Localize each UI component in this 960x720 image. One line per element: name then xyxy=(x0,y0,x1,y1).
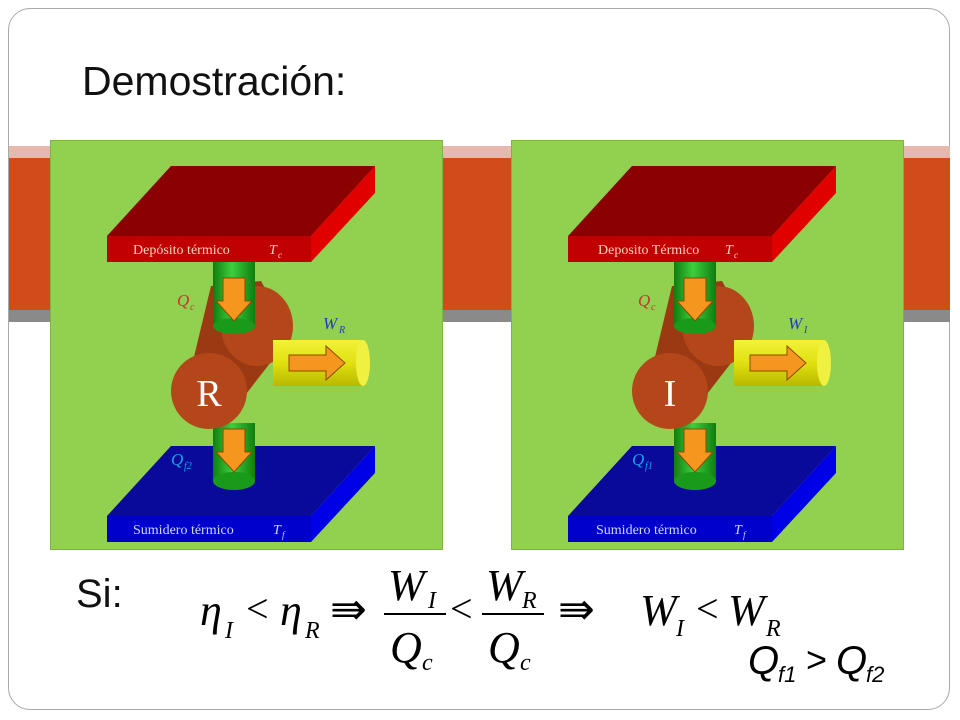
frac1-numerator-subscript: I xyxy=(427,588,437,614)
heat-out-label: Q xyxy=(632,450,644,469)
greater-than: > xyxy=(806,639,827,680)
frac1-numerator: W xyxy=(388,561,428,610)
frac1-denominator-subscript: c xyxy=(422,650,433,676)
work-output-cylinder xyxy=(734,340,831,386)
frac2-numerator: W xyxy=(486,561,526,610)
diagram-reversible: Depósito térmico T c Sumidero térmico T … xyxy=(50,140,443,550)
hot-temp-subscript: c xyxy=(734,250,738,260)
heat-in-arrow-icon xyxy=(675,277,715,322)
less-than-2: < xyxy=(450,586,473,631)
hot-temp-symbol: T xyxy=(725,243,734,258)
cold-reservoir-label: Sumidero térmico xyxy=(133,523,234,538)
q-f1-subscript: f1 xyxy=(778,662,796,687)
frac2-denominator: Q xyxy=(488,623,520,672)
diagram-irreversible-svg: Deposito Térmico T c Sumidero térmico T … xyxy=(568,166,836,542)
frac2-denominator-subscript: c xyxy=(520,650,531,676)
slide-title: Demostración: xyxy=(82,58,347,104)
work-subscript: R xyxy=(338,325,345,336)
eta-i-subscript: I xyxy=(224,618,234,644)
cold-reservoir-label: Sumidero térmico xyxy=(596,523,697,538)
hot-temp-subscript: c xyxy=(278,250,282,260)
heat-out-arrow-icon xyxy=(214,428,254,473)
work-label: W xyxy=(788,314,804,333)
heat-out-label: Q xyxy=(171,450,183,469)
work-label: W xyxy=(323,314,339,333)
eta-i-symbol: η xyxy=(200,586,222,635)
heat-in-arrow-icon xyxy=(214,277,254,322)
heat-in-subscript: c xyxy=(651,302,656,313)
w-r-subscript: R xyxy=(765,616,781,642)
work-subscript: I xyxy=(803,325,808,336)
engine-letter: R xyxy=(196,373,222,415)
w-i-subscript: I xyxy=(675,616,685,642)
w-r-symbol: W xyxy=(728,586,768,635)
cold-temp-symbol: T xyxy=(273,523,282,538)
w-i-symbol: W xyxy=(640,586,680,635)
engine-face: I xyxy=(632,353,708,429)
engine-face: R xyxy=(171,353,247,429)
frac1-denominator: Q xyxy=(390,623,422,672)
efficiency-equation: η I < η R ⇛ W I Q c < W R Q c ⇛ W I < W … xyxy=(200,561,884,687)
less-than-3: < xyxy=(696,586,719,631)
implies-1: ⇛ xyxy=(330,585,367,634)
cold-temp-subscript: f xyxy=(743,530,747,540)
hot-reservoir: Depósito térmico T c xyxy=(107,166,375,262)
hot-temp-symbol: T xyxy=(269,243,278,258)
heat-out-subscript: f2 xyxy=(184,461,192,472)
eta-r-symbol: η xyxy=(280,586,302,635)
eta-r-subscript: R xyxy=(304,618,320,644)
q-f2-subscript: f2 xyxy=(866,662,884,687)
engine-letter: I xyxy=(664,373,677,415)
diagram-reversible-svg: Depósito térmico T c Sumidero térmico T … xyxy=(107,166,375,542)
condition-label: Si: xyxy=(76,572,123,616)
cold-temp-subscript: f xyxy=(282,530,286,540)
cold-temp-symbol: T xyxy=(734,523,743,538)
hot-reservoir-label: Depósito térmico xyxy=(133,243,230,258)
less-than-1: < xyxy=(246,586,269,631)
work-output-cylinder xyxy=(273,340,370,386)
work-arrow-icon xyxy=(288,344,346,382)
heat-in-label: Q xyxy=(177,291,189,310)
q-f1-symbol: Q xyxy=(748,639,779,683)
diagram-irreversible: Deposito Térmico T c Sumidero térmico T … xyxy=(511,140,904,550)
q-f2-symbol: Q xyxy=(836,639,867,683)
hot-reservoir-label: Deposito Térmico xyxy=(598,243,699,258)
hot-reservoir: Deposito Térmico T c xyxy=(568,166,836,262)
frac2-numerator-subscript: R xyxy=(521,588,537,614)
heat-in-label: Q xyxy=(638,291,650,310)
heat-out-arrow-icon xyxy=(675,428,715,473)
heat-in-subscript: c xyxy=(190,302,195,313)
implies-2: ⇛ xyxy=(558,585,595,634)
heat-out-subscript: f1 xyxy=(645,461,653,472)
work-arrow-icon xyxy=(749,344,807,382)
